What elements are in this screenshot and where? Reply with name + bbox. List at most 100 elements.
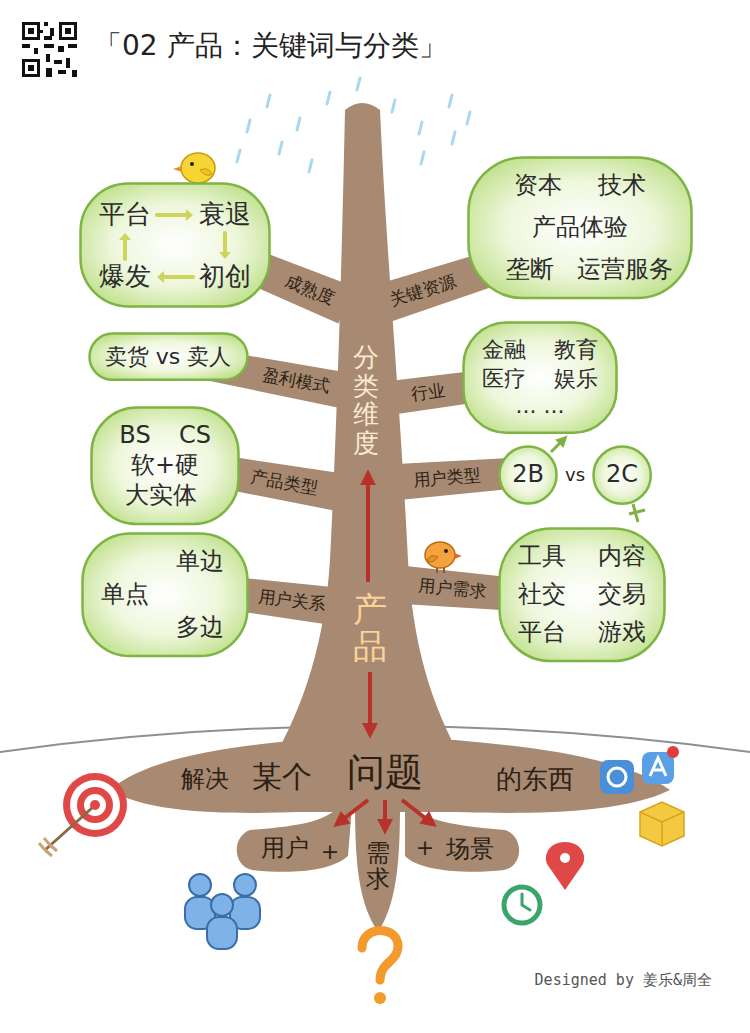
qr-code (46, 68, 52, 77)
orange-bird (454, 553, 462, 559)
qr-code (66, 58, 70, 68)
cloud-node: 卖货 vs 卖人 (88, 332, 249, 381)
node-text: 资本 (514, 172, 562, 200)
node-text: 衰退 (199, 200, 251, 230)
orange-bird (427, 556, 438, 562)
circle-node: 2C (592, 445, 652, 505)
rain (449, 95, 452, 107)
rain (279, 142, 282, 154)
node-text: CS (179, 422, 211, 450)
node-text: 医疗 (482, 366, 526, 391)
orange-bird (425, 542, 455, 568)
people-icon (185, 874, 260, 949)
root-label: 某个 (252, 760, 312, 795)
cloud-node: 工具内容社交交易平台游戏 (498, 527, 666, 663)
rain (237, 150, 240, 162)
app-icons (640, 812, 684, 846)
node-text: 内容 (598, 543, 646, 571)
location-icon (546, 842, 584, 890)
qr-code (28, 65, 34, 71)
qr-code (44, 36, 52, 40)
tree-root (405, 800, 519, 872)
yellow-bird (181, 153, 215, 183)
cloud-node: 金融教育医疗娱乐... ... (462, 321, 618, 434)
root-label: 场景 (446, 836, 494, 864)
rain (247, 120, 250, 132)
qr-code (22, 22, 77, 77)
rain (467, 112, 470, 124)
qr-code (58, 70, 66, 74)
tree-root (237, 800, 352, 872)
versus-label: vs (565, 465, 585, 486)
tree-trunk (270, 103, 465, 765)
cloud-node: 资本技术产品体验垄断运营服务 (467, 156, 693, 300)
cycle-arrow (157, 213, 186, 217)
node-outline (500, 529, 665, 662)
qr-code (25, 62, 37, 74)
node-outline (83, 534, 248, 657)
cycle-arrow (157, 271, 164, 283)
tree-trunk (270, 103, 465, 765)
clock-icon (522, 894, 530, 910)
red-arrow (337, 474, 433, 830)
qr-code (34, 48, 38, 54)
yellow-bird (200, 169, 212, 176)
qr-code (46, 54, 50, 62)
app-icons (642, 752, 674, 784)
target-icon (39, 838, 57, 856)
node-text: 社交 (518, 581, 566, 609)
node-text: 平台 (99, 200, 151, 230)
root-label: 问题 (347, 751, 423, 795)
node-text: 产品体验 (532, 214, 628, 242)
question-icon (374, 992, 386, 1004)
qr-code (22, 22, 40, 40)
node-text: 交易 (598, 581, 646, 609)
node-outline (469, 158, 692, 299)
tree-root (110, 740, 670, 813)
app-icons (600, 746, 684, 846)
node-text: 技术 (598, 172, 646, 200)
target-icon (45, 808, 92, 850)
root-label: 的东西 (496, 765, 574, 795)
node-text: 2B (512, 461, 544, 489)
cloud-node: BSCS软+硬大实体 (90, 406, 240, 526)
people-icon (189, 874, 211, 896)
node-outline (92, 408, 239, 525)
node-outline (81, 184, 270, 307)
cycle-arrow (223, 233, 227, 252)
cycle-arrow (186, 209, 193, 221)
diagram-title: 「02 产品：关键词与分类」 (94, 30, 447, 62)
target-icon (39, 773, 127, 856)
root-label: 用户 (261, 835, 309, 863)
node-outline (89, 334, 247, 380)
qr-code (65, 28, 71, 34)
circle-node: 2B (498, 445, 558, 505)
qr-code (44, 44, 54, 48)
node-text: 多边 (176, 614, 224, 642)
clock-icon (504, 887, 540, 923)
qr-code (22, 22, 77, 77)
rain (357, 78, 360, 90)
rain (327, 92, 330, 104)
location-icon (560, 853, 570, 863)
cloud-node: 单边单点多边 (81, 532, 249, 658)
node-text: 教育 (554, 337, 598, 362)
clock-icon (504, 887, 540, 923)
rain (309, 160, 312, 172)
app-icons (608, 768, 626, 786)
qr-code (25, 25, 37, 37)
qr-code (44, 22, 48, 26)
root-label: 解决 (181, 766, 229, 794)
rain (297, 118, 300, 130)
question-icon (362, 930, 398, 980)
target-icon (63, 773, 127, 837)
signature: Designed by 姜乐&周全 (535, 972, 712, 989)
location-icon (546, 842, 584, 890)
gender-symbol (629, 510, 645, 514)
node-text: 娱乐 (554, 366, 598, 391)
app-icons (600, 760, 634, 794)
yellow-bird (173, 166, 182, 172)
qr-code (28, 28, 34, 34)
red-arrow (337, 800, 368, 824)
plus-sign: + (416, 835, 434, 860)
